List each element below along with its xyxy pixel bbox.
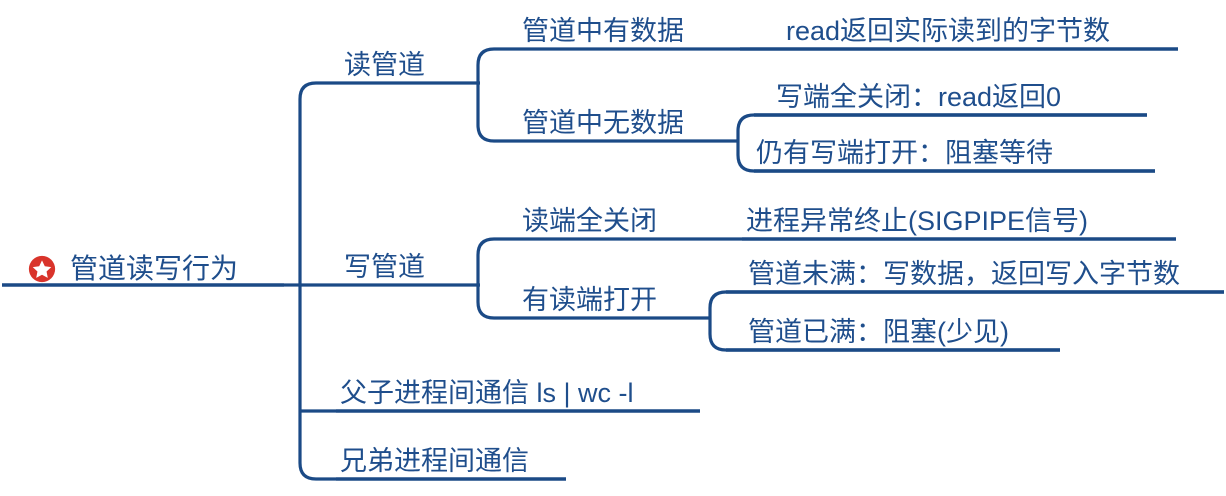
node-read-pipe[interactable]: 读管道 — [344, 52, 425, 79]
node-read-has-data-result[interactable]: read返回实际读到的字节数 — [786, 18, 1110, 45]
node-write-read-closed-result-label: 进程异常终止(SIGPIPE信号) — [746, 206, 1089, 236]
node-read-has-data-result-label: read返回实际读到的字节数 — [786, 16, 1111, 46]
node-read-no-data-write-closed-label: 写端全关闭：read返回0 — [776, 82, 1062, 112]
root-label: 管道读写行为 — [70, 253, 239, 284]
node-read-no-data-write-open-label: 仍有写端打开：阻塞等待 — [756, 138, 1053, 168]
node-write-read-closed[interactable]: 读端全关闭 — [522, 208, 657, 235]
node-read-no-data-write-closed[interactable]: 写端全关闭：read返回0 — [776, 84, 1061, 111]
node-write-full[interactable]: 管道已满：阻塞(少见) — [748, 319, 1009, 346]
node-read-no-data-label: 管道中无数据 — [522, 108, 684, 138]
node-parent-child-ipc[interactable]: 父子进程间通信 ls | wc -l — [340, 380, 634, 407]
node-parent-child-ipc-label: 父子进程间通信 ls | wc -l — [340, 378, 634, 408]
node-write-read-closed-result[interactable]: 进程异常终止(SIGPIPE信号) — [746, 208, 1088, 235]
root-node[interactable]: 管道读写行为 — [28, 255, 238, 283]
node-read-no-data-write-open[interactable]: 仍有写端打开：阻塞等待 — [756, 140, 1053, 167]
node-read-has-data-label: 管道中有数据 — [522, 16, 684, 46]
node-sibling-ipc-label: 兄弟进程间通信 — [340, 446, 529, 476]
node-write-read-open[interactable]: 有读端打开 — [522, 287, 657, 314]
node-write-not-full[interactable]: 管道未满：写数据，返回写入字节数 — [748, 261, 1180, 288]
node-write-not-full-label: 管道未满：写数据，返回写入字节数 — [748, 259, 1180, 289]
node-read-no-data[interactable]: 管道中无数据 — [522, 110, 684, 137]
node-write-pipe-label: 写管道 — [344, 252, 425, 282]
node-sibling-ipc[interactable]: 兄弟进程间通信 — [340, 448, 529, 475]
node-write-read-open-label: 有读端打开 — [522, 285, 657, 315]
star-circle-icon — [28, 255, 56, 283]
node-write-pipe[interactable]: 写管道 — [344, 254, 425, 281]
node-write-full-label: 管道已满：阻塞(少见) — [748, 317, 1009, 347]
node-read-pipe-label: 读管道 — [344, 50, 425, 80]
node-write-read-closed-label: 读端全关闭 — [522, 206, 657, 236]
node-read-has-data[interactable]: 管道中有数据 — [522, 18, 684, 45]
